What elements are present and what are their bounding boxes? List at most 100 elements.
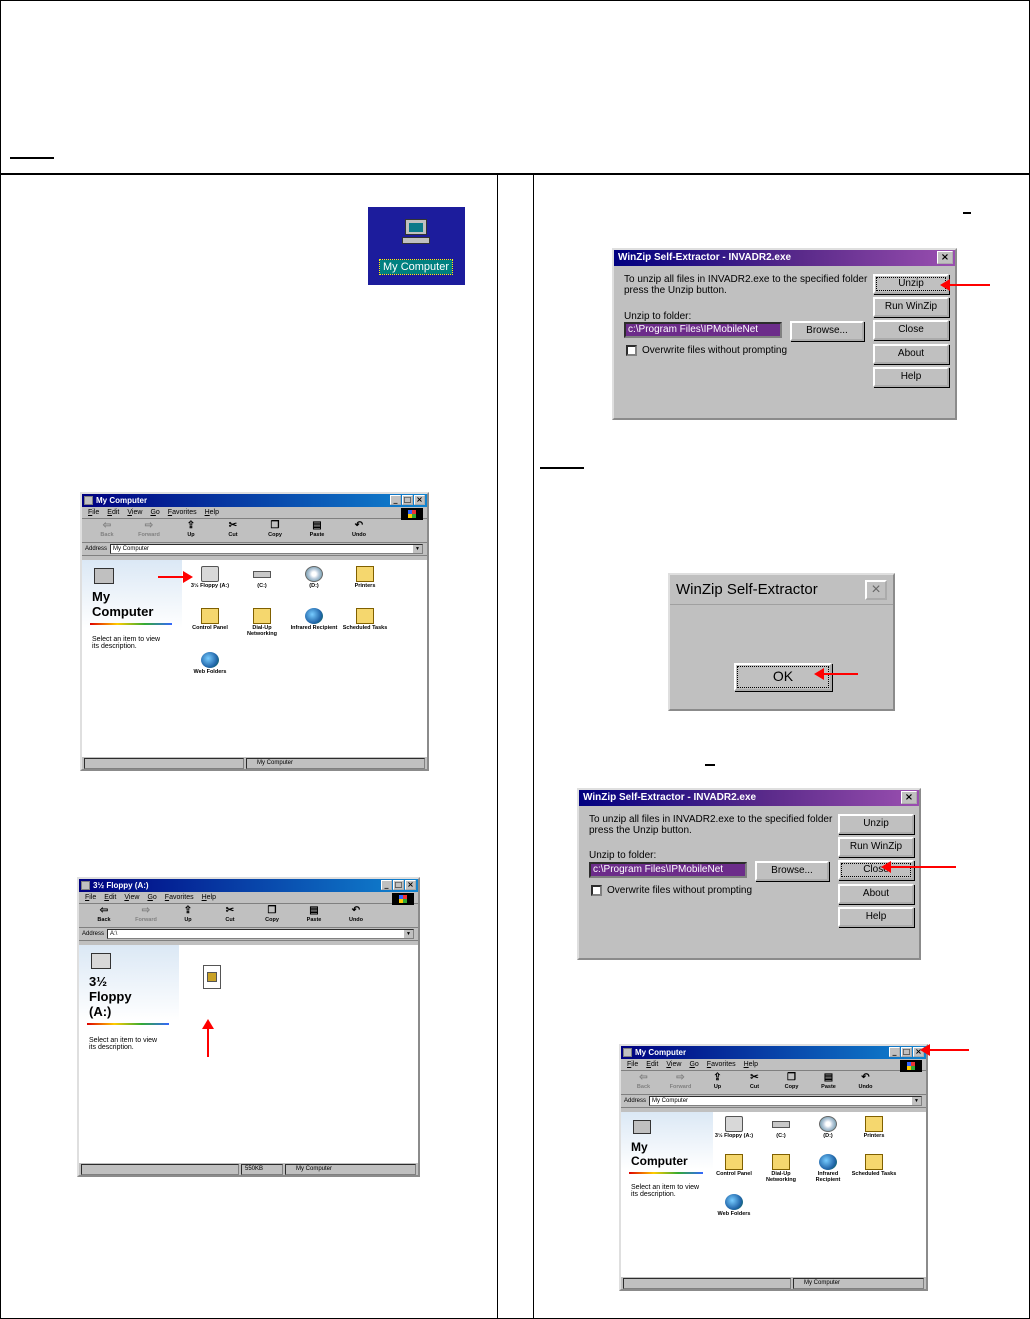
- run-winzip-button[interactable]: Run WinZip: [838, 837, 914, 857]
- control-panel-icon[interactable]: Control Panel: [711, 1154, 757, 1177]
- unzip-button[interactable]: Unzip: [873, 274, 949, 294]
- forward-button[interactable]: ⇨Forward: [138, 520, 160, 539]
- cut-button[interactable]: ✂Cut: [225, 905, 235, 924]
- menu-view[interactable]: View: [124, 894, 140, 901]
- cut-button[interactable]: ✂Cut: [749, 1072, 760, 1091]
- menu-favorites[interactable]: Favorites: [706, 1061, 736, 1068]
- printers-folder-icon[interactable]: Printers: [340, 566, 390, 589]
- maximize-button[interactable]: □: [901, 1047, 912, 1057]
- up-button[interactable]: ⇪Up: [713, 1072, 722, 1091]
- close-button[interactable]: ×: [414, 495, 425, 505]
- address-input[interactable]: A:\: [107, 929, 414, 939]
- menu-file[interactable]: File: [85, 894, 97, 901]
- d-drive-icon[interactable]: (D:): [805, 1116, 851, 1139]
- winzip-extractor-dialog[interactable]: WinZip Self-Extractor - INVADR2.exe × To…: [612, 248, 957, 420]
- minimize-button[interactable]: _: [390, 495, 401, 505]
- winzip-ok-dialog[interactable]: WinZip Self-Extractor × OK: [668, 573, 895, 711]
- paste-button[interactable]: ▤Paste: [821, 1072, 836, 1091]
- back-button[interactable]: ⇦Back: [100, 520, 114, 539]
- menu-edit[interactable]: Edit: [107, 509, 120, 516]
- minimize-button[interactable]: _: [889, 1047, 900, 1057]
- menu-help[interactable]: Help: [204, 509, 219, 516]
- unzip-button[interactable]: Unzip: [838, 814, 914, 834]
- scheduled-tasks-icon[interactable]: Scheduled Tasks: [340, 608, 390, 631]
- back-button[interactable]: ⇦Back: [636, 1072, 651, 1091]
- control-panel-icon[interactable]: Control Panel: [185, 608, 235, 631]
- dialup-networking-icon[interactable]: Dial-Up Networking: [237, 608, 287, 637]
- menu-file[interactable]: File: [88, 509, 100, 516]
- undo-button[interactable]: ↶Undo: [858, 1072, 873, 1091]
- minimize-button[interactable]: _: [381, 880, 392, 890]
- about-button[interactable]: About: [838, 884, 914, 904]
- my-computer-window-final[interactable]: My Computer _ □ × File Edit View Go Favo…: [619, 1044, 928, 1291]
- copy-button[interactable]: ❐Copy: [265, 905, 279, 924]
- close-dialog-button[interactable]: Close: [838, 860, 914, 880]
- run-winzip-button[interactable]: Run WinZip: [873, 297, 949, 317]
- menu-help[interactable]: Help: [201, 894, 216, 901]
- menu-view[interactable]: View: [127, 509, 143, 516]
- maximize-button[interactable]: □: [393, 880, 404, 890]
- dialog-titlebar[interactable]: WinZip Self-Extractor - INVADR2.exe ×: [579, 790, 919, 806]
- floppy-drive-icon[interactable]: 3½ Floppy (A:): [711, 1116, 757, 1139]
- menu-go[interactable]: Go: [689, 1061, 699, 1068]
- menu-view[interactable]: View: [666, 1061, 682, 1068]
- paste-button[interactable]: ▤Paste: [306, 905, 322, 924]
- menu-favorites[interactable]: Favorites: [164, 894, 194, 901]
- dialog-titlebar[interactable]: WinZip Self-Extractor ×: [670, 575, 893, 605]
- menu-go[interactable]: Go: [150, 509, 160, 516]
- cut-button[interactable]: ✂Cut: [228, 520, 238, 539]
- close-button[interactable]: ×: [901, 791, 917, 804]
- forward-button[interactable]: ⇨Forward: [669, 1072, 692, 1091]
- close-button[interactable]: ×: [865, 580, 887, 600]
- window-titlebar[interactable]: My Computer _ □ ×: [621, 1046, 926, 1059]
- copy-button[interactable]: ❐Copy: [268, 520, 282, 539]
- address-input[interactable]: My Computer: [649, 1096, 922, 1106]
- menu-edit[interactable]: Edit: [104, 894, 117, 901]
- back-button[interactable]: ⇦Back: [97, 905, 111, 924]
- paste-button[interactable]: ▤Paste: [309, 520, 325, 539]
- scheduled-tasks-icon[interactable]: Scheduled Tasks: [851, 1154, 897, 1177]
- undo-button[interactable]: ↶Undo: [351, 520, 367, 539]
- infrared-recipient-icon[interactable]: Infrared Recipient: [289, 608, 339, 631]
- printers-folder-icon[interactable]: Printers: [851, 1116, 897, 1139]
- maximize-button[interactable]: □: [402, 495, 413, 505]
- copy-button[interactable]: ❐Copy: [784, 1072, 799, 1091]
- ok-button[interactable]: OK: [734, 663, 832, 691]
- menu-edit[interactable]: Edit: [646, 1061, 659, 1068]
- browse-button[interactable]: Browse...: [755, 861, 829, 881]
- winzip-extractor-dialog-close-step[interactable]: WinZip Self-Extractor - INVADR2.exe × To…: [577, 788, 921, 960]
- menu-favorites[interactable]: Favorites: [167, 509, 197, 516]
- unzip-folder-input[interactable]: c:\Program Files\IPMobileNet: [624, 322, 782, 338]
- d-drive-icon[interactable]: (D:): [289, 566, 339, 589]
- web-folders-icon[interactable]: Web Folders: [711, 1194, 757, 1217]
- address-input[interactable]: My Computer: [110, 544, 423, 554]
- browse-button[interactable]: Browse...: [790, 321, 864, 341]
- floppy-drive-icon[interactable]: 3½ Floppy (A:): [185, 566, 235, 589]
- window-titlebar[interactable]: My Computer _ □ ×: [82, 494, 427, 507]
- up-button[interactable]: ⇪Up: [186, 520, 196, 539]
- help-button[interactable]: Help: [873, 367, 949, 387]
- overwrite-checkbox[interactable]: [591, 885, 602, 896]
- web-folders-icon[interactable]: Web Folders: [185, 652, 235, 675]
- up-button[interactable]: ⇪Up: [183, 905, 193, 924]
- c-drive-icon[interactable]: (C:): [758, 1116, 804, 1139]
- help-button[interactable]: Help: [838, 907, 914, 927]
- close-button[interactable]: ×: [937, 251, 953, 264]
- menu-help[interactable]: Help: [743, 1061, 758, 1068]
- installer-file-icon[interactable]: [203, 965, 221, 989]
- close-dialog-button[interactable]: Close: [873, 320, 949, 340]
- dialup-networking-icon[interactable]: Dial-Up Networking: [758, 1154, 804, 1183]
- window-titlebar[interactable]: 3½ Floppy (A:) _ □ ×: [79, 879, 418, 892]
- desktop-my-computer-icon[interactable]: My Computer: [368, 207, 465, 285]
- about-button[interactable]: About: [873, 344, 949, 364]
- unzip-folder-input[interactable]: c:\Program Files\IPMobileNet: [589, 862, 747, 878]
- floppy-window[interactable]: 3½ Floppy (A:) _ □ × File Edit View Go F…: [77, 877, 420, 1177]
- my-computer-window[interactable]: My Computer _ □ × File Edit View Go Favo…: [80, 492, 429, 771]
- menu-go[interactable]: Go: [147, 894, 157, 901]
- dialog-titlebar[interactable]: WinZip Self-Extractor - INVADR2.exe ×: [614, 250, 955, 266]
- forward-button[interactable]: ⇨Forward: [135, 905, 157, 924]
- c-drive-icon[interactable]: (C:): [237, 566, 287, 589]
- undo-button[interactable]: ↶Undo: [348, 905, 364, 924]
- close-button[interactable]: ×: [405, 880, 416, 890]
- menu-file[interactable]: File: [627, 1061, 639, 1068]
